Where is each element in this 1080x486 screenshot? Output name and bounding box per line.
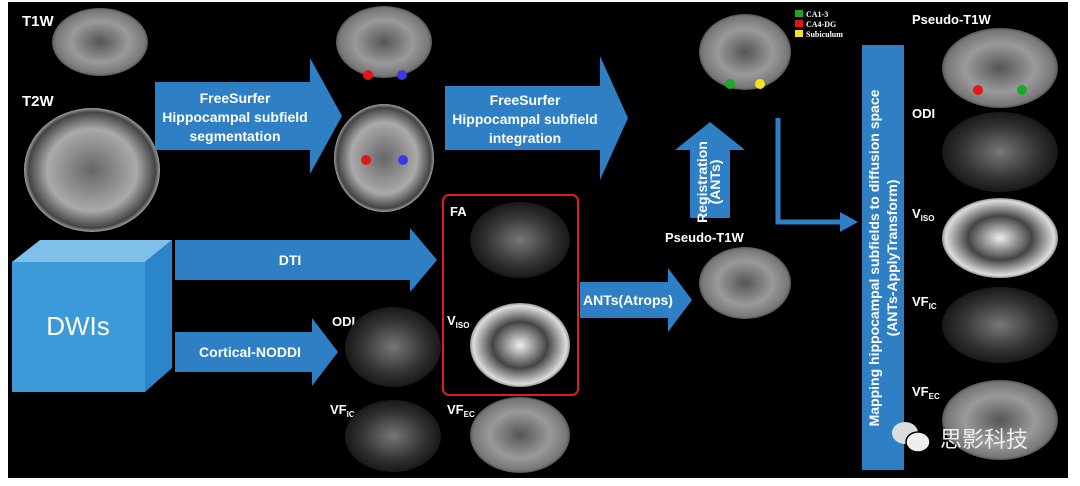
odi-right-image <box>942 112 1058 192</box>
registration-line1: Registration <box>694 141 710 223</box>
fa-image <box>470 202 570 278</box>
subfield-overlay <box>755 79 765 89</box>
viso-label: VISO <box>447 313 469 330</box>
t2w-label: T2W <box>22 93 55 110</box>
subfield-overlay <box>363 70 373 80</box>
subfield-legend: CA1-3 CA4-DG Subiculum <box>795 10 843 39</box>
legend-label: CA4-DG <box>806 20 836 29</box>
subfield-overlay <box>398 155 408 165</box>
vfic-label: VFIC <box>330 402 355 419</box>
mapping-connector-head <box>840 212 858 232</box>
mapping-line1: Mapping hippocampal subfields to diffusi… <box>866 89 882 426</box>
integration-line3: integration <box>489 130 561 146</box>
legend-swatch-ca4-dg <box>795 20 803 27</box>
dti-arrow <box>175 228 437 292</box>
vfic-image <box>345 400 441 472</box>
dti-label: DTI <box>279 252 302 268</box>
highlight-box <box>442 194 579 396</box>
atrops-label: ANTs(Atrops) <box>583 292 673 308</box>
vfec-image <box>470 397 570 473</box>
fa-label: FA <box>450 204 467 219</box>
subfield-overlay <box>397 70 407 80</box>
integration-line1: FreeSurfer <box>490 92 561 108</box>
pseudo-t1w-right-label: Pseudo-T1W <box>912 12 991 27</box>
pseudo-t1w-mapped-image <box>942 28 1058 108</box>
legend-swatch-ca1-3 <box>795 10 803 17</box>
mapping-connector <box>775 118 842 225</box>
wechat-icon <box>892 422 931 453</box>
vfec-right-image <box>942 380 1058 460</box>
mapping-bar <box>862 45 904 470</box>
segmentation-line1: FreeSurfer <box>200 90 271 106</box>
mapping-line2: (ANTs-ApplyTransform) <box>884 180 900 337</box>
integration-arrow <box>445 56 628 180</box>
vfic-right-label: VFIC <box>912 294 937 311</box>
odi-image <box>345 307 441 387</box>
vfic-right-image <box>942 287 1058 363</box>
subfield-overlay <box>361 155 371 165</box>
odi-label: ODI <box>332 314 355 329</box>
noddi-label: Cortical-NODDI <box>199 344 301 360</box>
subfield-overlay <box>1017 85 1027 95</box>
integration-line2: Hippocampal subfield <box>452 111 597 127</box>
t1w-label: T1W <box>22 13 55 30</box>
segmentation-arrow <box>155 58 342 174</box>
subfield-overlay <box>725 79 735 89</box>
atrops-arrow <box>580 268 692 332</box>
segmented-t1w-image <box>336 6 432 78</box>
integrated-brain-image <box>699 14 791 90</box>
legend-label: CA1-3 <box>806 10 828 19</box>
t1w-brain-image <box>52 8 148 76</box>
viso-right-image <box>942 198 1058 278</box>
segmented-t2w-image <box>334 104 434 212</box>
registration-arrow <box>675 122 745 218</box>
pseudo-t1w-image <box>699 247 791 319</box>
dwis-cube <box>12 240 172 392</box>
dwis-label: DWIs <box>46 311 110 341</box>
registration-line2: (ANTs) <box>707 160 723 205</box>
viso-right-label: VISO <box>912 206 934 223</box>
viso-image <box>470 303 570 387</box>
vfec-right-label: VFEC <box>912 384 940 401</box>
segmentation-line2: Hippocampal subfield <box>162 109 307 125</box>
t2w-head-image <box>24 108 160 232</box>
watermark-text: 思影科技 <box>940 427 1028 452</box>
pseudo-t1w-label: Pseudo-T1W <box>665 230 744 245</box>
subfield-overlay <box>973 85 983 95</box>
segmentation-line3: segmentation <box>189 128 280 144</box>
legend-swatch-subiculum <box>795 30 803 37</box>
vfec-label: VFEC <box>447 402 475 419</box>
noddi-arrow <box>175 318 338 386</box>
odi-right-label: ODI <box>912 106 935 121</box>
legend-label: Subiculum <box>806 30 843 39</box>
